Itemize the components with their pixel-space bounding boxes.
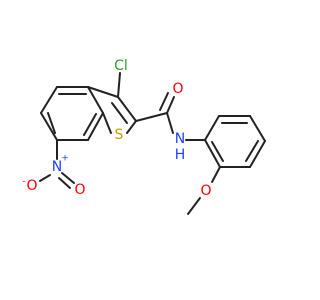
bond	[87, 112, 104, 141]
bond	[40, 112, 58, 141]
atom-o-nitro-top: O	[74, 182, 85, 198]
bond	[249, 140, 266, 168]
charge-plus: +	[61, 154, 69, 164]
atom-s: S	[115, 127, 124, 143]
bond	[61, 172, 75, 184]
atom-o-carbonyl: O	[172, 81, 183, 97]
bond	[58, 177, 71, 189]
bond	[166, 96, 175, 114]
atom-o-ether: O	[200, 183, 211, 199]
bond	[211, 141, 224, 162]
atom-n-amide: N	[175, 131, 185, 147]
molecule-canvas: Cl S O N H O N + O O -	[22, 58, 266, 215]
bond	[159, 92, 169, 111]
bond	[249, 115, 266, 142]
bond	[117, 72, 121, 98]
bond	[40, 86, 58, 114]
bond	[102, 112, 112, 134]
bond	[111, 102, 128, 124]
bond	[187, 197, 201, 215]
atom-h-amide: H	[175, 147, 186, 163]
bond	[83, 113, 97, 136]
bond	[166, 112, 174, 134]
bond	[87, 86, 119, 98]
bonds	[39, 72, 266, 215]
bond	[117, 96, 137, 122]
bond	[135, 112, 168, 122]
molecule-structure: Cl S O N H O N + O O -	[22, 58, 266, 215]
atom-cl: Cl	[114, 58, 128, 74]
charge-minus: -	[22, 177, 25, 187]
atom-labels: Cl S O N H O N + O O -	[22, 58, 211, 199]
bond	[204, 139, 221, 168]
bond	[126, 120, 137, 134]
bond	[47, 112, 56, 134]
bond	[39, 174, 51, 182]
bond	[245, 140, 259, 162]
bond	[87, 86, 104, 114]
atom-o-nitro-minus: O	[26, 178, 37, 194]
atom-n-nitro: N	[52, 159, 62, 175]
bond	[211, 166, 221, 183]
bond	[204, 115, 220, 141]
